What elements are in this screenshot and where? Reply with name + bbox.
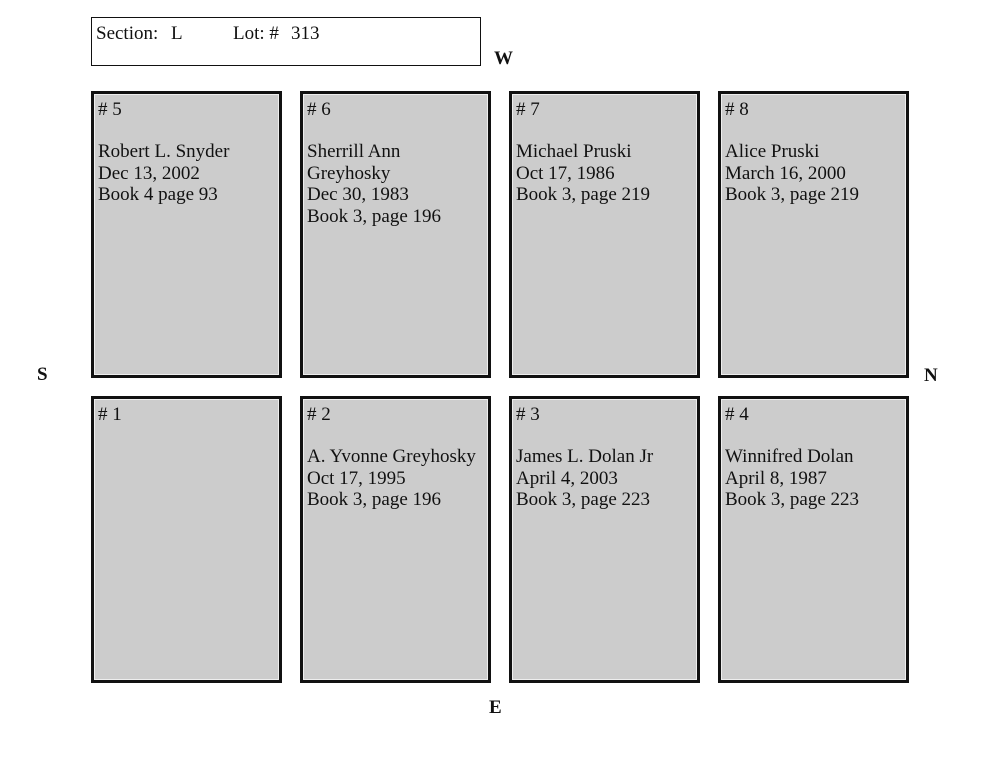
plot-number: # 7 — [516, 99, 540, 120]
plot-date: March 16, 2000 — [725, 162, 846, 184]
plot-record: Book 3, page 223 — [725, 489, 860, 510]
plot-name: Robert L. Snyder — [98, 141, 230, 162]
plot-record: Book 4 page 93 — [98, 184, 218, 205]
compass-east: E — [489, 697, 502, 718]
plot-2: # 2 A. Yvonne Greyhosky Oct 17, 1995 Boo… — [300, 396, 491, 683]
compass-west: W — [494, 48, 513, 69]
plot-name: James L. Dolan Jr — [516, 446, 654, 467]
plot-date: April 8, 1987 — [725, 467, 827, 489]
plot-date: Oct 17, 1995 — [307, 467, 406, 489]
plot-record: Book 3, page 219 — [725, 184, 860, 205]
plot-record: Book 3, page 219 — [516, 184, 651, 205]
plot-number: # 4 — [725, 404, 749, 425]
plot-number: # 3 — [516, 404, 540, 425]
plot-record: Book 3, page 223 — [516, 489, 651, 510]
plot-name: Sherrill Ann — [307, 141, 401, 162]
plot-name-cont: Greyhosky — [307, 162, 391, 184]
plot-date: Dec 30, 1983 — [307, 184, 409, 205]
plot-date: April 4, 2003 — [516, 467, 618, 489]
plot-date: Dec 13, 2002 — [98, 162, 200, 184]
plot-6: # 6 Sherrill Ann Greyhosky Dec 30, 1983 … — [300, 91, 491, 378]
plot-date: Oct 17, 1986 — [516, 162, 615, 184]
plot-number: # 5 — [98, 99, 122, 120]
plot-1: # 1 — [91, 396, 282, 683]
plot-4: # 4 Winnifred Dolan April 8, 1987 Book 3… — [718, 396, 909, 683]
plot-3: # 3 James L. Dolan Jr April 4, 2003 Book… — [509, 396, 700, 683]
lot-label: Lot: # — [233, 23, 279, 44]
plot-details: Winnifred Dolan April 8, 1987 Book 3, pa… — [725, 446, 859, 511]
plot-number: # 2 — [307, 404, 331, 425]
plot-details: Sherrill Ann Greyhosky Dec 30, 1983 Book… — [307, 141, 441, 227]
plot-number: # 1 — [98, 404, 122, 425]
plot-details: A. Yvonne Greyhosky Oct 17, 1995 Book 3,… — [307, 446, 476, 511]
plot-details: Michael Pruski Oct 17, 1986 Book 3, page… — [516, 141, 650, 206]
plot-details: James L. Dolan Jr April 4, 2003 Book 3, … — [516, 446, 653, 511]
plot-8: # 8 Alice Pruski March 16, 2000 Book 3, … — [718, 91, 909, 378]
lot-value: 313 — [291, 23, 320, 44]
plot-number: # 8 — [725, 99, 749, 120]
section-label: Section: — [96, 23, 159, 44]
plot-name: Michael Pruski — [516, 141, 632, 162]
compass-south: S — [37, 364, 48, 385]
plot-name: A. Yvonne Greyhosky — [307, 446, 476, 467]
plot-5: # 5 Robert L. Snyder Dec 13, 2002 Book 4… — [91, 91, 282, 378]
plot-record: Book 3, page 196 — [307, 489, 442, 510]
plot-number: # 6 — [307, 99, 331, 120]
section-value: L — [171, 23, 183, 44]
plot-7: # 7 Michael Pruski Oct 17, 1986 Book 3, … — [509, 91, 700, 378]
plot-name: Winnifred Dolan — [725, 446, 854, 467]
plot-details: Alice Pruski March 16, 2000 Book 3, page… — [725, 141, 859, 206]
section-lot-header: Section: L Lot: # 313 — [91, 17, 481, 66]
plot-name: Alice Pruski — [725, 141, 820, 162]
compass-north: N — [924, 365, 938, 386]
plot-record: Book 3, page 196 — [307, 205, 442, 227]
plot-details: Robert L. Snyder Dec 13, 2002 Book 4 pag… — [98, 141, 229, 206]
